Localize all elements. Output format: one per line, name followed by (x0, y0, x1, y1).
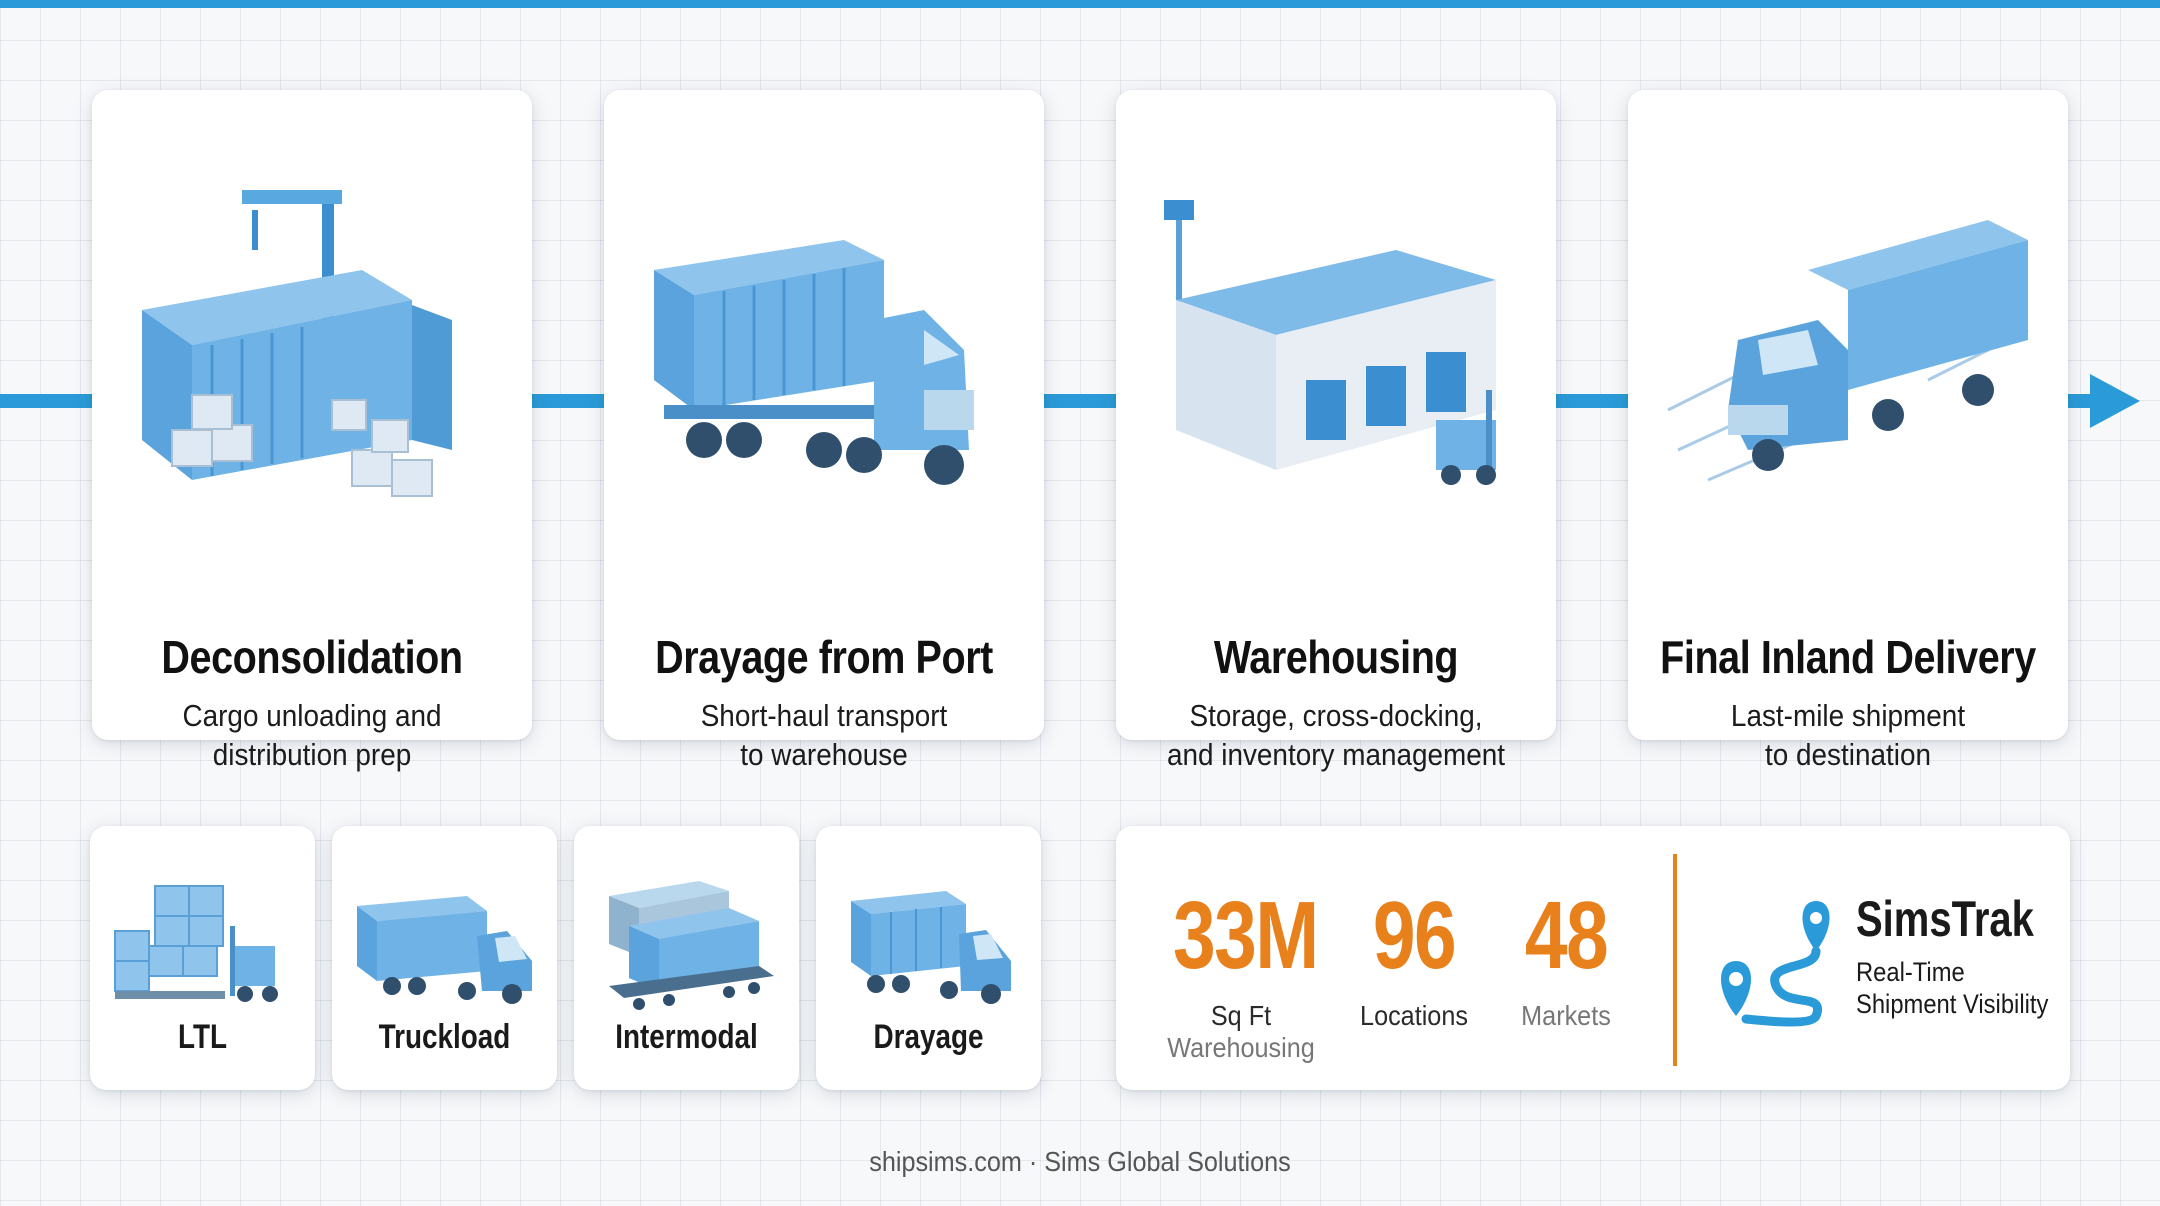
step-title: Warehousing (1213, 631, 1459, 683)
drayage-truck-icon (851, 891, 1011, 1004)
warehouse-icon (1164, 200, 1496, 485)
stat-value: 96 (1372, 882, 1457, 989)
flow-arrow-icon (2090, 374, 2140, 428)
footer-credit: shipsims.com · Sims Global Solutions (869, 1146, 1291, 1177)
step-card-warehousing: Warehousing Storage, cross-docking,and i… (1116, 90, 1556, 772)
mode-label: Truckload (378, 1018, 511, 1056)
mode-card-truckload: Truckload (332, 826, 557, 1090)
stat-markets: 48 Markets (1496, 886, 1636, 1032)
flow-line (2068, 394, 2090, 408)
stat-caption: Locations (1360, 1000, 1468, 1031)
pallet-forklift-icon (114, 885, 278, 1002)
stats-divider (1673, 854, 1677, 1066)
simstrak-title: SimsTrak (1856, 891, 2034, 947)
step-title: Drayage from Port (655, 631, 993, 683)
stat-value: 33M (1173, 882, 1319, 989)
step-card-final-delivery: Final Inland Delivery Last-mile shipment… (1628, 90, 2068, 772)
route-pins-icon (1721, 901, 1830, 1027)
rail-containers-icon (609, 881, 774, 1010)
flow-line (0, 394, 92, 408)
delivery-truck-icon (1667, 220, 2029, 482)
step-description: Storage, cross-docking,and inventory man… (1166, 698, 1506, 772)
mode-card-intermodal: Intermodal (574, 826, 799, 1090)
top-accent-bar (0, 0, 2160, 8)
step-title: Final Inland Delivery (1660, 631, 2036, 683)
stat-caption: Markets (1521, 1000, 1611, 1031)
mode-card-drayage: Drayage (816, 826, 1041, 1090)
flow-line (532, 394, 604, 408)
container-unloading-icon (142, 190, 452, 497)
stat-locations: 96 Locations (1344, 886, 1484, 1032)
flow-line (1044, 394, 1116, 408)
stat-value: 48 (1524, 882, 1609, 989)
semi-truck-icon (357, 896, 532, 1004)
mode-label: Drayage (873, 1018, 984, 1056)
container-truck-icon (654, 240, 974, 485)
flow-line (1556, 394, 1628, 408)
step-title: Deconsolidation (161, 631, 463, 683)
mode-card-ltl: LTL (90, 826, 315, 1090)
mode-label: LTL (177, 1018, 228, 1056)
mode-label: Intermodal (615, 1018, 758, 1056)
